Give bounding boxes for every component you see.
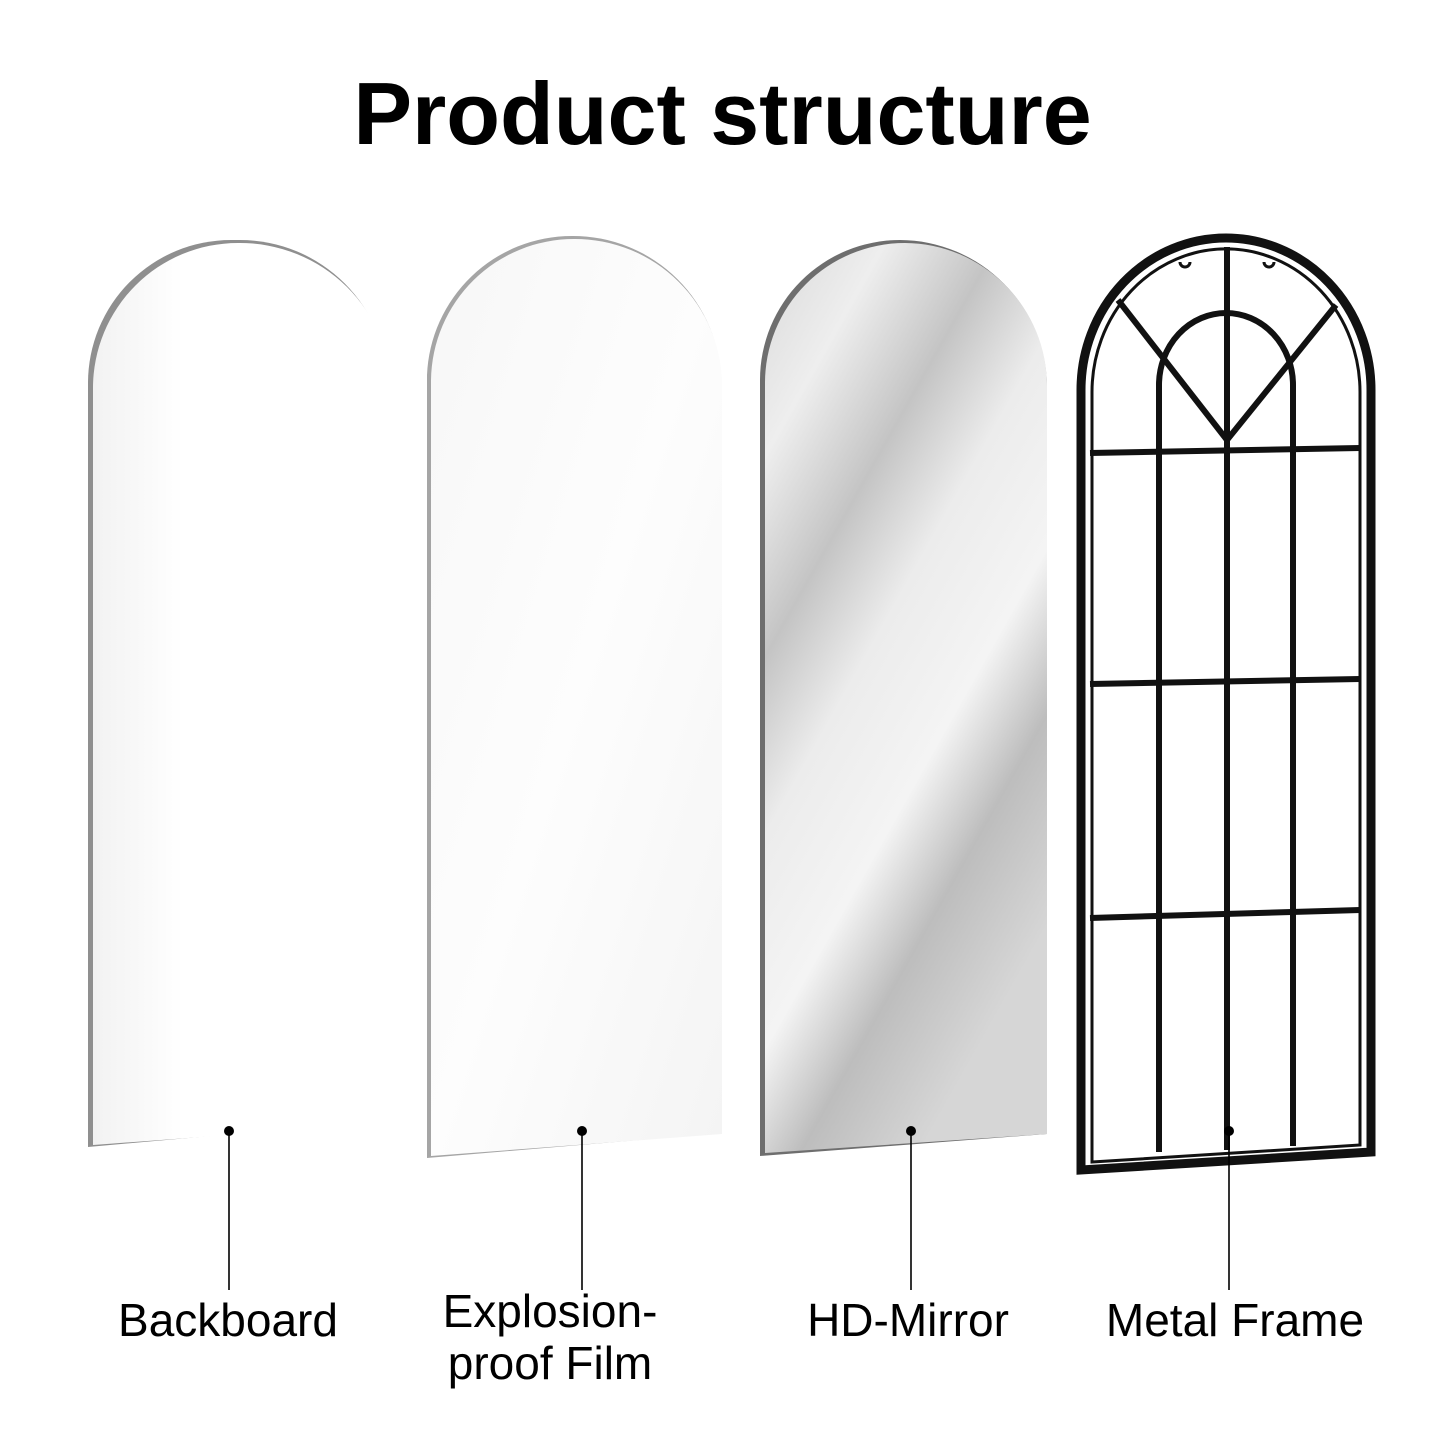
- label-backboard: Backboard: [118, 1294, 338, 1346]
- label-hd-mirror: HD-Mirror: [807, 1294, 1009, 1346]
- label-explosion-proof-film: Explosion-proof Film: [442, 1285, 658, 1389]
- metal-frame: [1076, 233, 1376, 1175]
- page-title: Product structure: [353, 64, 1092, 163]
- leader-mirror: [906, 1126, 916, 1290]
- leader-frame: [1224, 1126, 1234, 1290]
- backboard-panel: [88, 240, 393, 1147]
- leader-film: [577, 1126, 587, 1290]
- explosion-proof-film-panel: [427, 235, 722, 1159]
- leader-backboard: [224, 1126, 234, 1290]
- label-metal-frame: Metal Frame: [1105, 1294, 1365, 1346]
- hd-mirror-panel: [760, 240, 1047, 1156]
